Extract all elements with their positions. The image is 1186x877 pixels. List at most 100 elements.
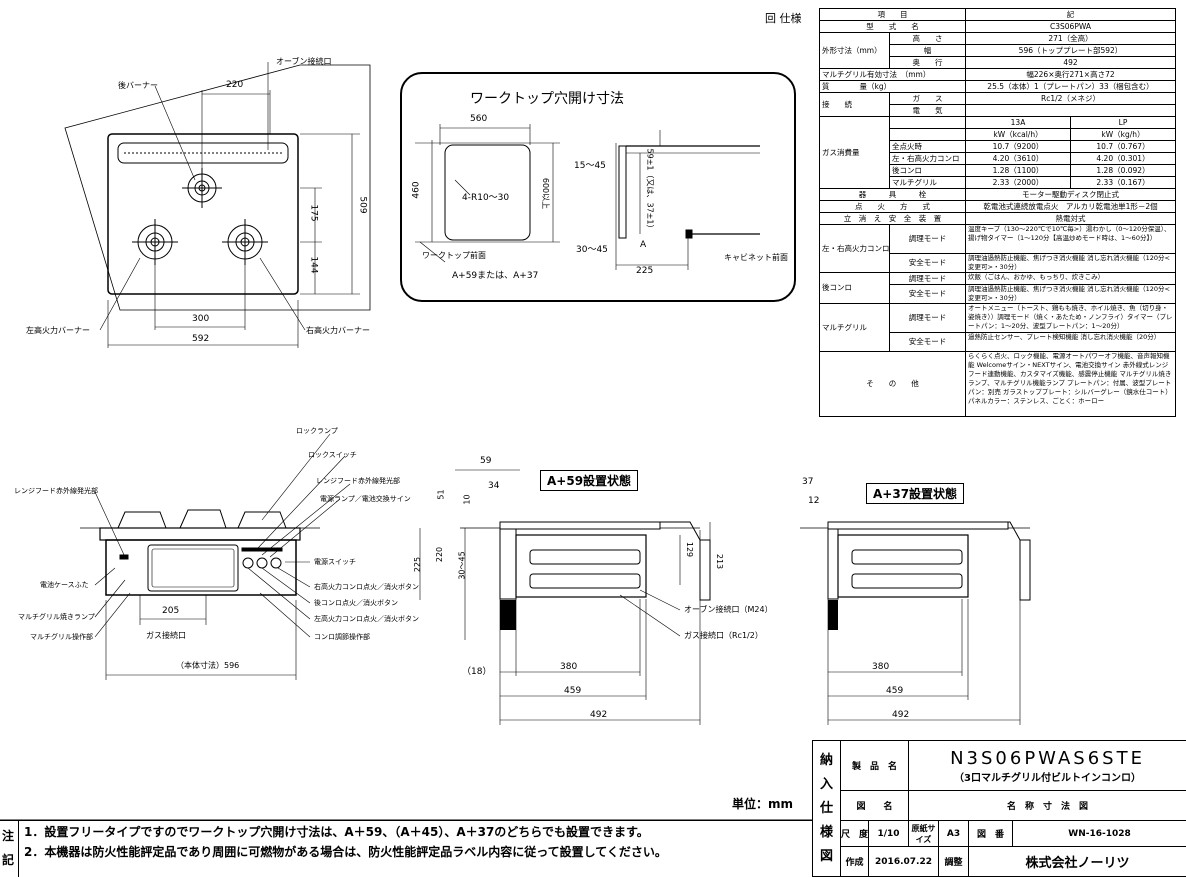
feature-mode: 安全モード [889, 332, 966, 352]
side59-body [515, 534, 647, 598]
dim-15-45: 15～45 [574, 161, 606, 171]
spec-mass-label: 質 量（kg） [819, 80, 966, 93]
spec-electric-label: 電 気 [889, 104, 966, 117]
cutout-frame [400, 72, 796, 302]
side-char: 様 [819, 824, 833, 840]
spec-dims-label: 外形寸法（mm） [819, 32, 890, 69]
product-name: N3S06PWAS6STE [950, 747, 1145, 769]
gas-rc12: ガス接続口（Rc1/2） [684, 631, 763, 640]
gas-consumption-label: ガス消費量 [819, 116, 890, 189]
spec-model: C3S06PWA [965, 20, 1176, 33]
spec-model-label: 型 式 名 [819, 20, 966, 33]
ir-part-label: レンジフード赤外線発光部 [316, 477, 400, 485]
unit-label: 単位：mm [732, 797, 794, 811]
side37-body [837, 534, 969, 598]
spec-height: 271（全高） [965, 32, 1176, 45]
note-1: 1．設置フリータイプですのでワークトップ穴開け寸法は、A＋59、（A＋45）、A… [24, 825, 649, 839]
left-button-label: 左高火力コンロ点火／消火ボタン [314, 615, 419, 623]
note-2: 2．本機器は防火性能評定品であり周囲に可燃物がある場合は、防火性能評定品ラベル内… [24, 845, 667, 859]
gas-lp-header: LP [1070, 116, 1176, 129]
dim-509: 509 [357, 196, 368, 214]
spec-grill-size-label: マルチグリル有効寸法 （mm） [819, 68, 966, 81]
spec-gas: Rc1/2（メネジ） [965, 92, 1176, 105]
gas-row-lp: 2.33（0.167） [1070, 176, 1176, 189]
scale-label: 尺 度 [840, 820, 869, 847]
lock-switch-label: ロックスイッチ [308, 451, 357, 459]
feature-mode: 調理モード [889, 303, 966, 333]
spec-header-item: 項 目 [819, 8, 966, 21]
side-char: 納 [819, 752, 833, 768]
feature-text: 調理油過熱防止機能、焦げつき消火機能 消し忘れ消火機能（120分<変更可>・30… [965, 284, 1176, 304]
others-text: らくらく点火、ロック機能、電源オートパワーオフ機能、音声報知機能 Welcome… [965, 351, 1176, 417]
notes-block: 注 記 1．設置フリータイプですのでワークトップ穴開け寸法は、A＋59、（A＋4… [0, 820, 812, 877]
d51: 51 [436, 489, 446, 500]
d10: 10 [462, 494, 472, 505]
checked-label: 調整 [938, 846, 970, 877]
paper-label: 原紙サイズ [908, 820, 940, 847]
spec-connection-label: 接 続 [819, 92, 890, 117]
ignition-value: 乾電池式連続放電点火 アルカリ乾電池単1形－2個 [965, 200, 1176, 213]
feature-text: 過熱防止センサー、プレート検知機能 消し忘れ消火機能（20分） [965, 332, 1176, 352]
d225: 225 [413, 556, 423, 573]
spec-table: 項 目 記 型 式 名 C3S06PWA 外形寸法（mm） 高 さ 271（全高… [819, 8, 1176, 417]
drawing-label: 図 名 [839, 790, 910, 821]
gas-row-name: マルチグリル [889, 176, 966, 189]
company-name: 株式会社ノーリツ [968, 846, 1186, 877]
front-trivets [117, 509, 287, 529]
gas-row-lp: 10.7（0.767） [1070, 140, 1176, 153]
spec-grill-size: 幅226×奥行271×高さ72 [965, 68, 1176, 81]
grill-lamp-label: マルチグリル焼きランプ [18, 613, 95, 621]
a-label: A+59または、A+37 [452, 271, 539, 281]
oven-m24: オーブン接続口（M24） [684, 605, 773, 614]
number-label: 図 番 [968, 820, 1014, 847]
gas-13a-unit: kW（kcal/h） [965, 128, 1071, 141]
dim-144: 144 [308, 256, 319, 274]
cooktop-plan [107, 133, 299, 295]
notes-label-2: 記 [2, 853, 15, 867]
state-a59: A+59設置状態 [540, 470, 639, 491]
dim-300: 300 [192, 314, 210, 324]
left-burner-drawing [132, 219, 178, 265]
operation-label: コンロ調節操作部 [314, 633, 370, 641]
title-block: 納 入 仕 様 図 製 品 名 N3S06PWAS6STE （3口マルチグリル付… [812, 740, 1186, 877]
body-size: （本体寸法）596 [176, 661, 240, 670]
spec-mass: 25.5（本体）1（プレートパン）33（梱包含む） [965, 80, 1176, 93]
d34: 34 [488, 481, 500, 491]
oven-port-label: オーブン接続口 [276, 57, 332, 66]
vent-grill [117, 142, 289, 164]
cutout-radius: 4-R10～30 [462, 193, 510, 203]
d18: （18） [462, 667, 492, 677]
power-lamp-label: 電源ランプ／電池交換サイン [320, 495, 411, 503]
d30-45: 30～45 [457, 551, 467, 580]
valve-value: モーター駆動ディスク閉止式 [965, 188, 1176, 201]
dim-560: 560 [470, 114, 488, 124]
d492-37: 492 [892, 710, 910, 720]
gas-row-lp: 4.20（0.301） [1070, 152, 1176, 165]
dim-600: 600以上 [541, 177, 551, 210]
ir-left-label: レンジフード赤外線発光部 [14, 487, 98, 495]
feature-text: 調理油過熱防止機能、焦げつき消火機能 消し忘れ消火機能（120分<変更可>・30… [965, 253, 1176, 273]
cutout-title: ワークトップ穴開け寸法 [470, 91, 624, 107]
feature-mode: 安全モード [889, 284, 966, 304]
gas-row-name: 左・右高火力コンロ [889, 152, 966, 165]
feature-group: 後コンロ [819, 272, 890, 304]
feature-text: オートメニュー（トースト、鶏もも焼き、ホイル焼き、魚（切り身・姿焼き））調理モー… [965, 303, 1176, 333]
gas-row-13a: 4.20（3610） [965, 152, 1071, 165]
others-label: そ の 他 [819, 351, 966, 417]
gas-port-label: ガス接続口 [146, 631, 186, 640]
battery-label: 電池ケースふた [40, 581, 89, 589]
d37: 37 [802, 477, 814, 487]
spec-width-label: 幅 [889, 44, 966, 57]
d220: 220 [435, 546, 445, 563]
feature-mode: 調理モード [889, 272, 966, 285]
d492-59: 492 [590, 710, 608, 720]
power-switch-label: 電源スイッチ [314, 558, 356, 566]
spec-heading: 回 仕様 [765, 12, 802, 25]
feature-text: 温度キープ（130～220℃で10℃毎>）湯わかし（0～120分保温）、揚げ物タ… [965, 224, 1176, 254]
right-burner-drawing [222, 219, 268, 265]
front-worktop [99, 527, 301, 541]
gas-row-lp: 1.28（0.092） [1070, 164, 1176, 177]
spec-depth-label: 奥 行 [889, 56, 966, 69]
spec-height-label: 高 さ [889, 32, 966, 45]
d459-59: 459 [564, 686, 582, 696]
